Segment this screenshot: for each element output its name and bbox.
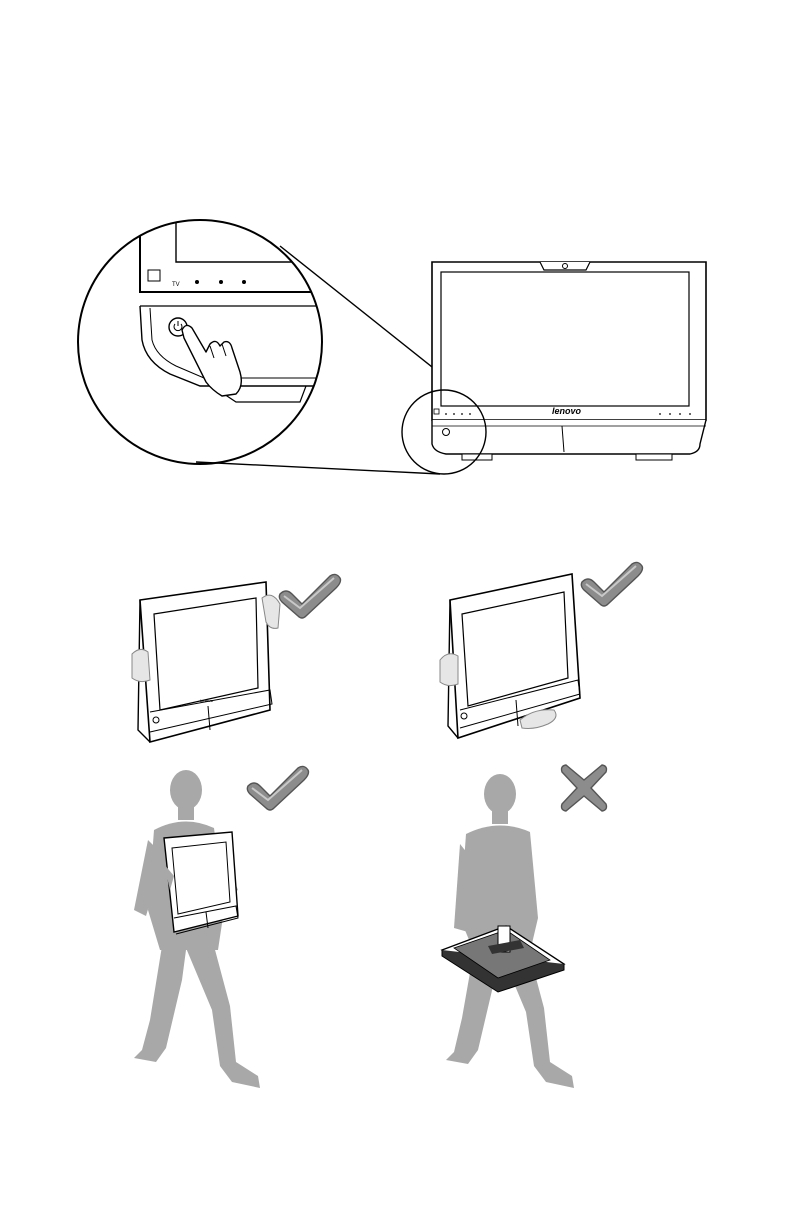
- carried-monitor: [164, 832, 238, 934]
- check-mark-icon: [578, 558, 644, 606]
- brand-logo: lenovo: [552, 406, 582, 416]
- check-mark-icon: [244, 762, 310, 810]
- carry-correct-figure: [120, 760, 300, 1100]
- pointing-hand-icon: [182, 325, 241, 396]
- monitor-on-stand: [442, 926, 564, 992]
- brand-logo-small: lenovo: [200, 698, 213, 703]
- power-button-figure: TV lenovo: [0, 0, 794, 520]
- cross-mark-icon: [556, 762, 612, 814]
- monitor-front-view: lenovo: [432, 262, 706, 460]
- carry-by-stand-figure: [430, 768, 610, 1098]
- magnified-bezel: TV: [140, 200, 330, 402]
- tv-label: TV: [172, 282, 180, 288]
- left-hand-icon: [440, 654, 458, 686]
- callout-line-bottom: [196, 462, 440, 474]
- check-mark-icon: [276, 570, 342, 618]
- left-hand-icon: [132, 649, 150, 681]
